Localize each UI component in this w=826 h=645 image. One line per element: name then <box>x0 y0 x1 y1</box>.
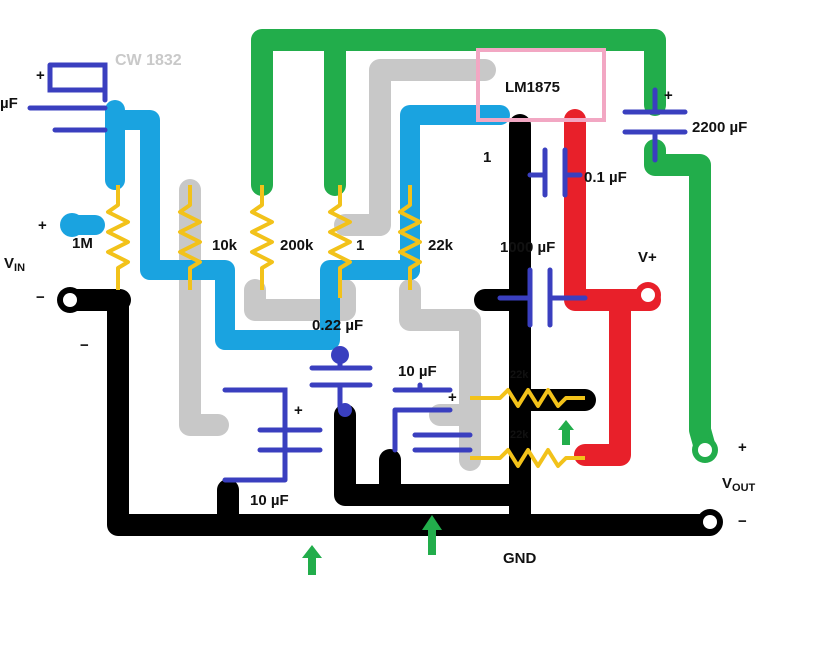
cap-2200-label: 2200 µF <box>692 119 747 136</box>
cap-10uf-mid-plus: + <box>448 389 457 406</box>
ic-label: LM1875 <box>505 79 560 96</box>
resistor-200k <box>250 185 274 290</box>
resistor-10k <box>178 185 202 290</box>
cap-01-label: 0.1 µF <box>584 169 627 186</box>
cap-10uf-bottom-plus: + <box>294 402 303 419</box>
resistor-1m <box>106 185 130 290</box>
arrow-up-icon <box>558 420 574 445</box>
resistor-22k-label: 22k <box>428 237 454 254</box>
watermark-text: CW 1832 <box>115 52 182 69</box>
vin-plus-label: + <box>38 217 47 234</box>
resistor-1ohm <box>328 185 352 298</box>
resistor-low-a <box>470 388 585 408</box>
cap-10uf-bottom-label: 10 µF <box>250 492 289 509</box>
resistor-low-b-label: 22k <box>510 429 529 441</box>
arrow-up-icon <box>422 515 442 555</box>
resistors <box>106 185 585 468</box>
cap-dot <box>331 346 349 364</box>
arrows <box>302 420 574 575</box>
resistor-1-label: 1 <box>356 237 364 254</box>
vout-minus-label: − <box>738 513 747 530</box>
vout-label: VOUT <box>722 475 756 494</box>
resistor-low-a-label: 22k <box>510 369 529 381</box>
cap-2200-plus: + <box>664 87 673 104</box>
cap-1000-label: 1000 µF <box>500 239 555 256</box>
left-minus-label: − <box>80 337 89 354</box>
vplus-label: V+ <box>638 249 657 266</box>
input-cap-plus: + <box>36 67 45 84</box>
arrow-up-icon <box>302 545 322 575</box>
cap-10uf-mid-label: 10 µF <box>398 363 437 380</box>
capacitors <box>27 62 688 483</box>
vin-minus-label: − <box>36 289 45 306</box>
resistor-10k-label: 10k <box>212 237 238 254</box>
blue-pad <box>60 213 84 237</box>
resistor-22k <box>398 185 422 290</box>
ic-outline <box>476 48 606 122</box>
ic-pin1-label: 1 <box>483 149 491 166</box>
pads <box>57 282 723 535</box>
resistor-low-b <box>470 448 585 468</box>
resistor-1m-label: 1M <box>72 235 93 252</box>
cap-022-label: 0.22 µF <box>312 317 363 334</box>
input-cap-label: µF <box>0 95 18 112</box>
vout-plus-label: + <box>738 439 747 456</box>
gnd-label: GND <box>503 550 537 567</box>
vin-label: VIN <box>4 255 25 274</box>
cap-dot-2 <box>338 403 352 417</box>
resistor-200k-label: 200k <box>280 237 314 254</box>
